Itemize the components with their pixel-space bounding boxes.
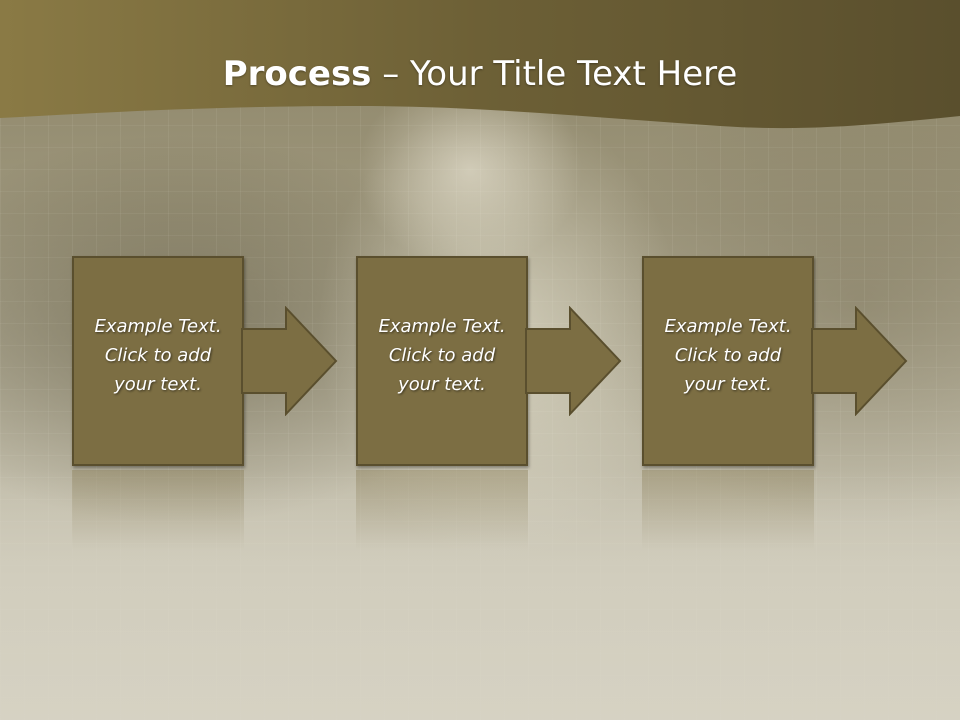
right-arrow-icon	[811, 306, 908, 416]
step-3-text[interactable]: Example Text. Click to add your text.	[664, 315, 792, 395]
step-1-reflection	[72, 470, 244, 550]
process-step-1[interactable]: Example Text. Click to add your text.	[72, 256, 244, 466]
step-1-text[interactable]: Example Text. Click to add your text.	[94, 315, 222, 395]
title-bold: Process	[222, 54, 372, 94]
right-arrow-icon	[525, 306, 622, 416]
right-arrow-icon	[241, 306, 338, 416]
step-2-text[interactable]: Example Text. Click to add your text.	[378, 315, 506, 395]
process-step-2[interactable]: Example Text. Click to add your text.	[356, 256, 528, 466]
slide-title[interactable]: Process – Your Title Text Here	[0, 50, 960, 98]
title-banner	[0, 0, 960, 129]
title-rest: – Your Title Text Here	[371, 54, 738, 94]
background-fade	[0, 470, 960, 720]
step-2-reflection	[356, 470, 528, 550]
step-3-reflection	[642, 470, 814, 550]
process-step-3[interactable]: Example Text. Click to add your text.	[642, 256, 814, 466]
